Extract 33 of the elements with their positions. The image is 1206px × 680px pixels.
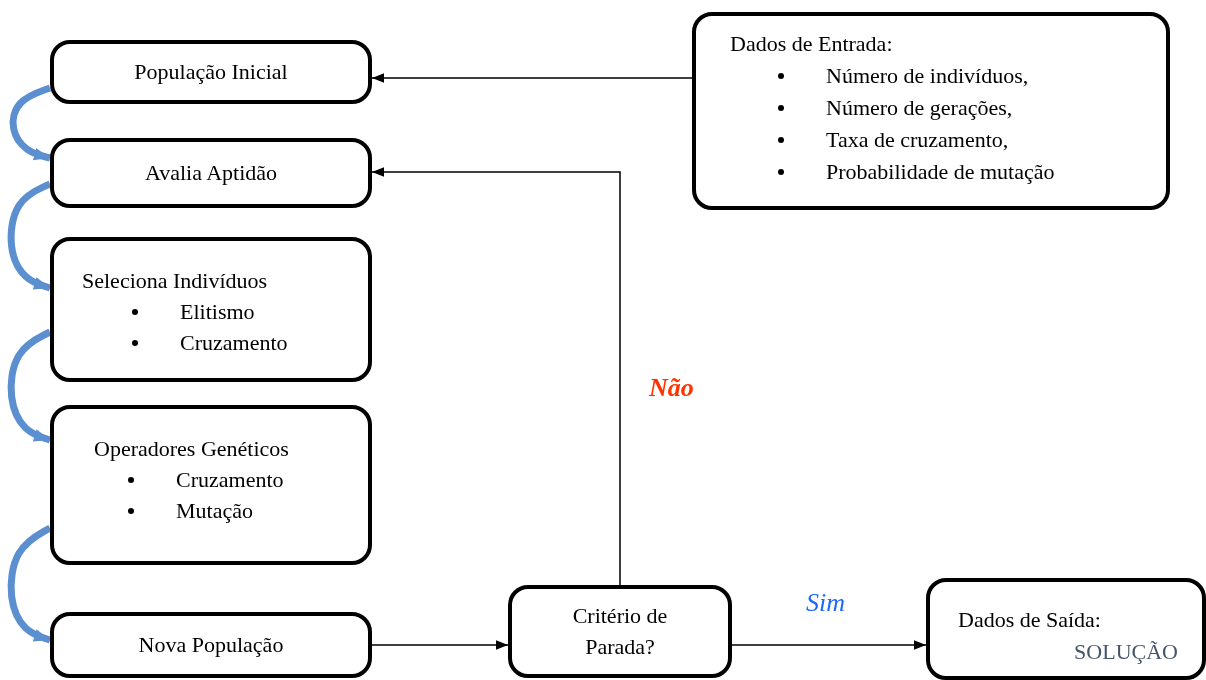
process-box <box>50 40 372 104</box>
arrow <box>371 167 621 586</box>
bullet-item: Cruzamento <box>176 467 284 492</box>
output-data-box <box>926 578 1206 680</box>
curved-arrow <box>7 328 52 444</box>
bullet-item: Cruzamento <box>180 330 288 355</box>
node-label: Critério de Parada? <box>571 601 669 661</box>
node-label: Avalia Aptidão <box>144 158 278 187</box>
curved-arrow <box>7 180 52 292</box>
process-box <box>50 612 372 678</box>
node-heading: Operadores Genéticos <box>94 435 289 463</box>
decision-box <box>508 585 732 678</box>
bullet-item: Número de gerações, <box>826 95 1013 120</box>
bullet-item: Elitismo <box>180 299 255 324</box>
process-box <box>50 237 372 382</box>
process-box <box>50 138 372 208</box>
result-text: SOLUÇÃO <box>1073 638 1178 666</box>
arrow <box>731 640 927 650</box>
bullet-item: Taxa de cruzamento, <box>826 127 1009 152</box>
arrow <box>371 73 693 83</box>
bullet-item: Mutação <box>176 498 253 523</box>
node-heading: Dados de Entrada: <box>730 30 893 58</box>
curved-arrow <box>7 524 52 644</box>
arrow <box>371 640 509 650</box>
process-box <box>50 405 372 565</box>
input-data-box <box>692 12 1170 210</box>
node-label: População Inicial <box>134 57 288 86</box>
bullet-item: Probabilidade de mutação <box>826 159 1055 184</box>
node-heading: Dados de Saída: <box>958 606 1102 634</box>
node-heading: Seleciona Indivíduos <box>82 267 268 295</box>
curved-arrow <box>9 84 52 162</box>
bullet-item: Número de indivíduos, <box>826 63 1029 88</box>
node-label: Nova População <box>138 630 284 659</box>
